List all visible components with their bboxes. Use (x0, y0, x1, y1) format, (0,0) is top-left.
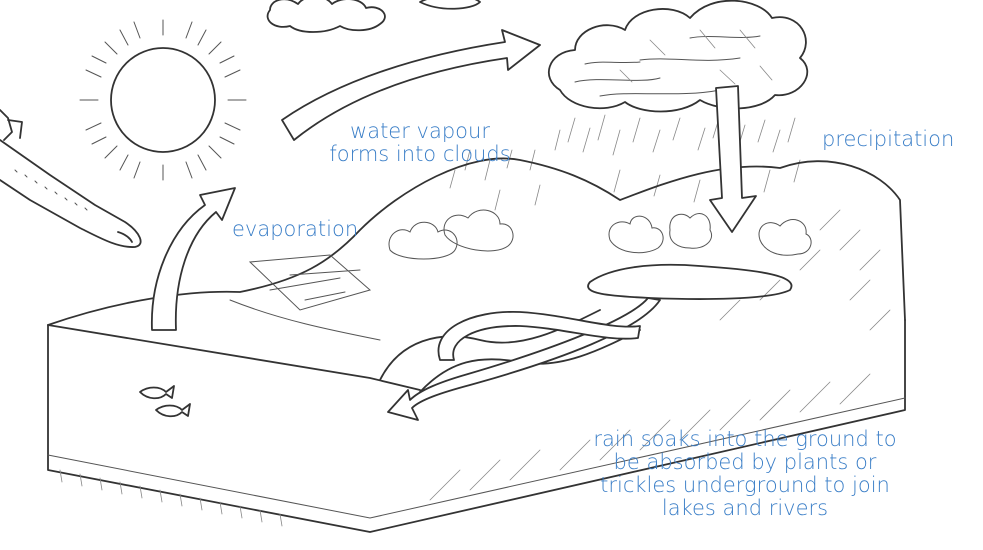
sun-icon (80, 20, 246, 180)
rain-cloud-icon (549, 1, 807, 112)
evaporation-label: evaporation (232, 218, 358, 241)
cloud-formation-line-1: water vapour (300, 120, 540, 143)
evaporation-arrow (152, 188, 235, 330)
groundwater-arrow (388, 298, 660, 420)
absorption-line-2: be absorbed by plants or (555, 451, 935, 474)
precipitation-label: precipitation (822, 128, 954, 151)
small-cloud-icon (268, 0, 480, 32)
cloud-formation-line-2: forms into clouds (300, 143, 540, 166)
absorption-label: rain soaks into the ground to be absorbe… (555, 428, 935, 520)
cloud-formation-label: water vapour forms into clouds (300, 120, 540, 166)
airplane-icon (0, 110, 141, 247)
absorption-line-3: trickles underground to join (555, 474, 935, 497)
absorption-line-1: rain soaks into the ground to (555, 428, 935, 451)
precipitation-text: precipitation (822, 127, 954, 151)
fish-icon (140, 386, 190, 416)
evaporation-text: evaporation (232, 217, 358, 241)
absorption-line-4: lakes and rivers (555, 497, 935, 520)
